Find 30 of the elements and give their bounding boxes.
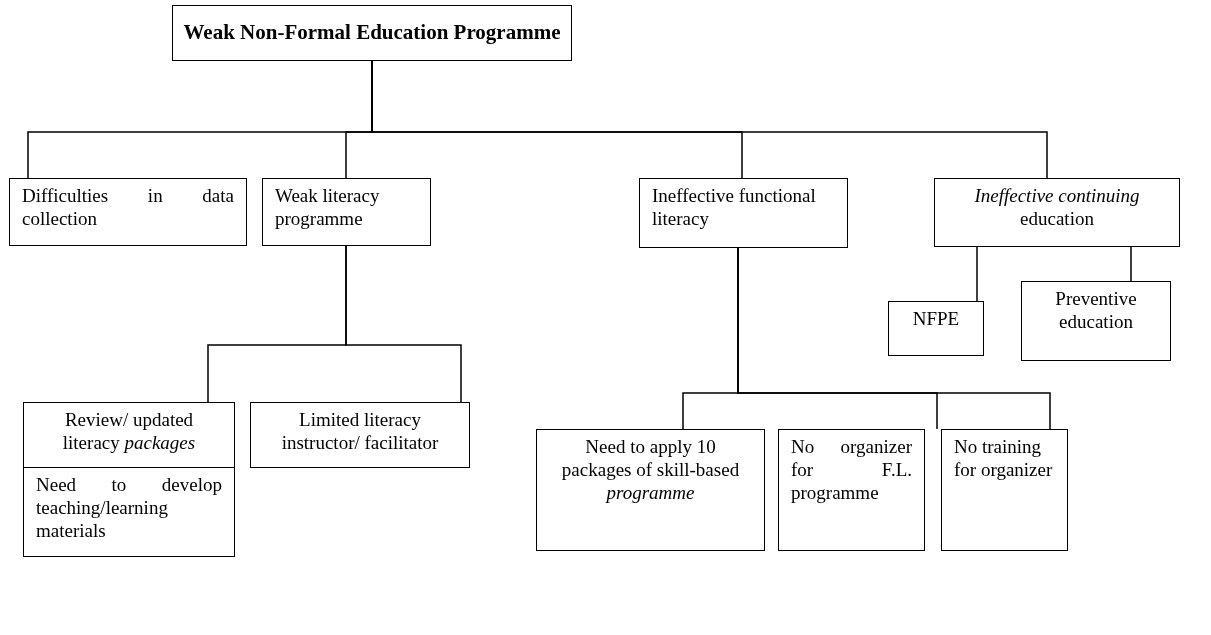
process-box	[250, 402, 470, 468]
box-text: Need to apply 10 packages of skill-based programme	[560, 436, 741, 505]
process-box	[262, 178, 431, 246]
process-box	[1021, 281, 1171, 361]
process-box	[639, 178, 848, 248]
box-text: Review/ updated literacy packages	[61, 409, 197, 455]
box-text: No organizer for F.L. programme	[791, 436, 912, 505]
box-text: Limited literacy instructor/ facilitator	[280, 409, 440, 455]
box-text: NFPE	[911, 308, 961, 331]
process-box	[23, 402, 235, 468]
connector-line	[737, 247, 1051, 430]
box-text: No training for organizer	[954, 436, 1054, 482]
box-text: Ineffective continuing education	[973, 185, 1141, 231]
box-text: Difficulties in data collection	[22, 185, 234, 231]
box-text: Weak literacy programme	[275, 185, 381, 231]
process-box	[778, 429, 925, 551]
connector-line	[976, 246, 978, 302]
connector-line	[1130, 246, 1132, 282]
process-box	[888, 301, 984, 356]
box-text: Need to develop teaching/learning materials	[36, 474, 222, 543]
process-box	[23, 467, 235, 557]
box-text: Ineffective functional literacy	[652, 185, 817, 231]
process-box	[934, 178, 1180, 247]
title-box	[172, 5, 572, 61]
process-box	[9, 178, 247, 246]
process-box	[536, 429, 765, 551]
box-text: Preventive education	[1054, 288, 1138, 334]
title-text: Weak Non-Formal Education Programme	[183, 20, 561, 46]
process-box	[941, 429, 1068, 551]
connector-line	[345, 245, 462, 403]
